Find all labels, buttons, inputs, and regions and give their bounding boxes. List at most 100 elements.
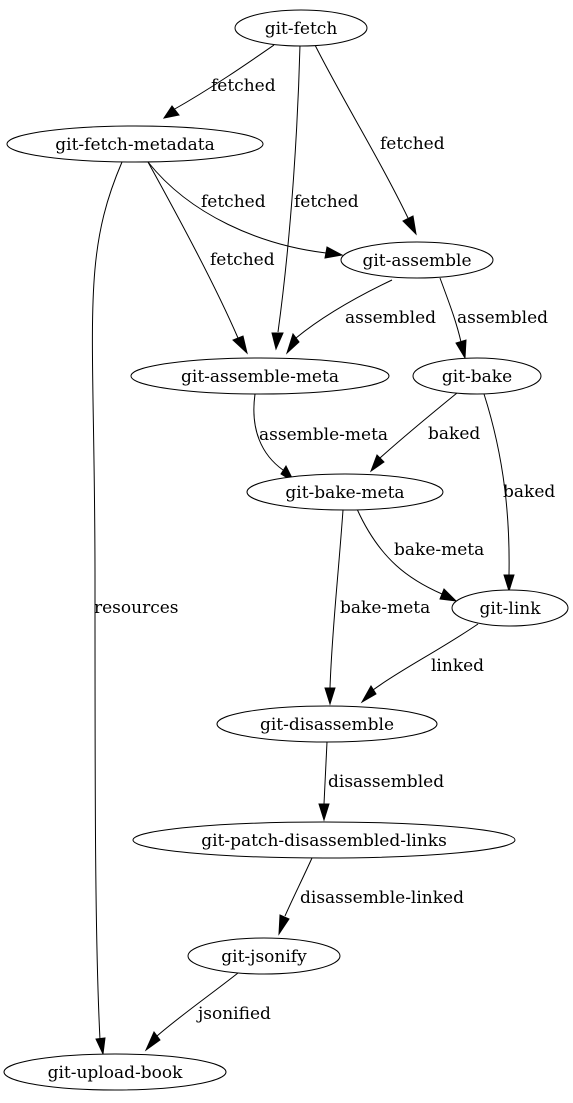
node-label: git-patch-disassembled-links bbox=[201, 831, 447, 851]
node-ellipse bbox=[216, 705, 438, 743]
node-ellipse bbox=[6, 125, 264, 163]
node-label: git-bake-meta bbox=[285, 483, 404, 503]
edge-bake-to-bake_meta: baked bbox=[369, 392, 480, 473]
node-ellipse bbox=[3, 1053, 227, 1091]
arrowhead-icon bbox=[271, 332, 284, 351]
edge-line bbox=[147, 161, 327, 254]
edge-label: baked bbox=[503, 482, 555, 502]
edge-label: disassemble-linked bbox=[300, 888, 464, 908]
edge-label: assemble-meta bbox=[259, 425, 388, 445]
node-label: git-assemble-meta bbox=[181, 367, 339, 387]
edge-jsonify-to-upload: jsonified bbox=[144, 972, 271, 1052]
edge-disassemble-to-patch: disassembled bbox=[318, 741, 444, 822]
edge-line bbox=[483, 393, 510, 576]
edge-label: disassembled bbox=[328, 772, 444, 792]
node-assemble: git-assemble bbox=[340, 241, 494, 279]
node-label: git-assemble bbox=[362, 251, 471, 271]
node-ellipse bbox=[451, 589, 569, 627]
node-jsonify: git-jsonify bbox=[187, 937, 341, 975]
node-ellipse bbox=[132, 821, 516, 859]
edge-line bbox=[314, 44, 409, 219]
edge-line bbox=[295, 279, 393, 339]
edge-label: fetched bbox=[211, 76, 276, 96]
node-upload: git-upload-book bbox=[3, 1053, 227, 1091]
edge-line bbox=[253, 393, 284, 471]
arrowhead-icon bbox=[324, 687, 336, 706]
edge-line bbox=[172, 44, 275, 111]
edge-label: bake-meta bbox=[394, 540, 484, 560]
edge-fetch_meta-to-upload: resources bbox=[91, 161, 179, 1056]
node-ellipse bbox=[187, 937, 341, 975]
edge-line bbox=[329, 509, 344, 689]
edge-label: bake-meta bbox=[340, 598, 430, 618]
edge-assemble-to-assemble_meta: assembled bbox=[285, 279, 436, 355]
edge-patch-to-jsonify: disassemble-linked bbox=[278, 857, 464, 936]
edge-label: baked bbox=[428, 424, 480, 444]
arrowhead-icon bbox=[503, 574, 515, 593]
node-label: git-link bbox=[479, 599, 541, 619]
edge-line bbox=[323, 741, 328, 805]
edge-line bbox=[277, 44, 301, 333]
edge-label: jsonified bbox=[196, 1004, 271, 1024]
edge-link-to-disassemble: linked bbox=[360, 623, 484, 704]
node-disassemble: git-disassemble bbox=[216, 705, 438, 743]
edge-label: fetched bbox=[201, 192, 266, 212]
node-ellipse bbox=[130, 357, 390, 395]
arrowhead-icon bbox=[455, 339, 467, 360]
arrowhead-icon bbox=[232, 335, 248, 355]
node-ellipse bbox=[246, 473, 444, 511]
edge-line bbox=[379, 392, 458, 459]
edge-fetch-to-assemble_meta: fetched bbox=[271, 44, 359, 351]
arrowhead-icon bbox=[285, 332, 300, 355]
edge-fetch_meta-to-assemble: fetched bbox=[147, 161, 344, 259]
edge-fetch-to-assemble: fetched bbox=[314, 44, 445, 236]
edge-assemble_meta-to-bake_meta: assemble-meta bbox=[253, 393, 388, 484]
node-fetch-meta: git-fetch-metadata bbox=[6, 125, 264, 163]
node-bake: git-bake bbox=[412, 357, 542, 395]
edge-label: assembled bbox=[345, 308, 436, 328]
edge-label: fetched bbox=[294, 192, 359, 212]
node-link: git-link bbox=[451, 589, 569, 627]
node-label: git-fetch bbox=[265, 19, 338, 39]
edge-bake-to-link: baked bbox=[483, 393, 555, 593]
edges-layer: fetched fetched fetched fetched fetched resou… bbox=[91, 44, 555, 1056]
arrowhead-icon bbox=[360, 685, 377, 704]
node-ellipse bbox=[340, 241, 494, 279]
arrowhead-icon bbox=[95, 1037, 106, 1056]
arrowhead-icon bbox=[324, 246, 344, 259]
edge-bake_meta-to-link: bake-meta bbox=[356, 508, 484, 602]
edge-line bbox=[156, 972, 239, 1037]
arrowhead-icon bbox=[402, 215, 417, 236]
node-label: git-fetch-metadata bbox=[55, 135, 214, 155]
node-patch: git-patch-disassembled-links bbox=[132, 821, 516, 859]
edge-bake_meta-to-disassemble: bake-meta bbox=[324, 509, 430, 706]
edge-line bbox=[439, 277, 462, 343]
arrowhead-icon bbox=[162, 105, 180, 119]
edge-line bbox=[147, 161, 239, 339]
edge-fetch-to-fetch_meta: fetched bbox=[162, 44, 276, 119]
node-ellipse bbox=[412, 357, 542, 395]
node-fetch: git-fetch bbox=[234, 9, 368, 47]
node-label: git-jsonify bbox=[221, 947, 307, 967]
edge-label: linked bbox=[431, 656, 484, 676]
arrowhead-icon bbox=[278, 914, 290, 936]
arrowhead-icon bbox=[439, 588, 458, 602]
node-label: git-upload-book bbox=[48, 1063, 184, 1083]
edge-label: fetched bbox=[210, 250, 275, 270]
arrowhead-icon bbox=[318, 803, 330, 822]
edge-label: fetched bbox=[380, 134, 445, 154]
edge-line bbox=[356, 508, 443, 595]
edge-fetch_meta-to-assemble_meta: fetched bbox=[147, 161, 275, 355]
node-label: git-bake bbox=[442, 367, 512, 387]
nodes-layer: git-fetch git-fetch-metadata git-assemble g… bbox=[3, 9, 569, 1091]
arrowhead-icon bbox=[369, 454, 385, 473]
node-ellipse bbox=[234, 9, 368, 47]
edge-assemble-to-bake: assembled bbox=[439, 277, 548, 360]
node-assemble-meta: git-assemble-meta bbox=[130, 357, 390, 395]
edge-line bbox=[91, 161, 123, 1041]
edge-label: resources bbox=[94, 598, 179, 618]
arrowhead-icon bbox=[144, 1031, 161, 1052]
edge-line bbox=[284, 857, 313, 917]
node-label: git-disassemble bbox=[260, 715, 394, 735]
